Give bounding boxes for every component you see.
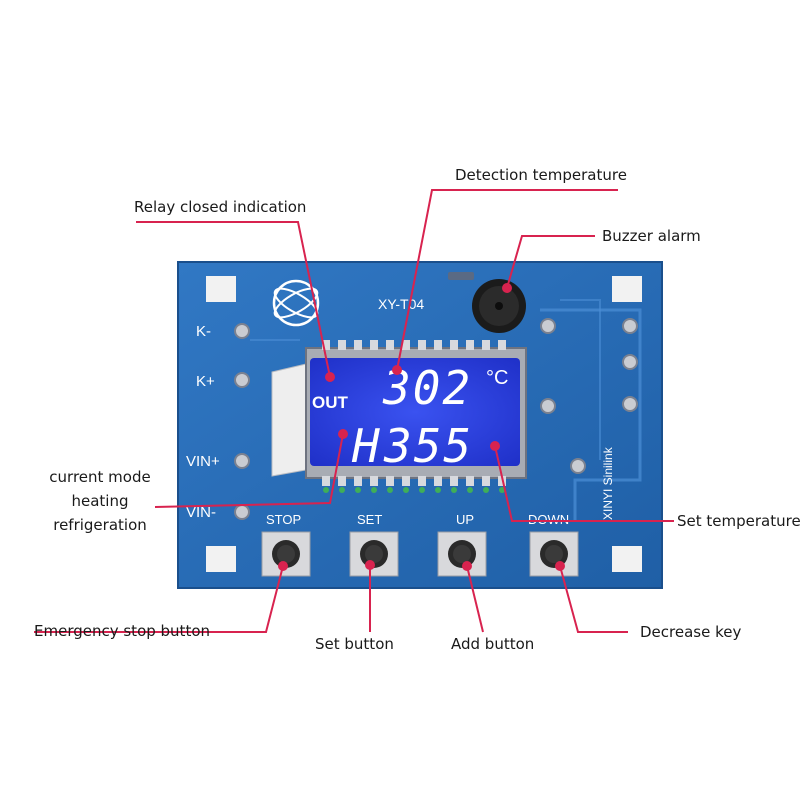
- lcd-screen: [310, 358, 520, 466]
- lcd-mode-letter: H: [351, 419, 380, 473]
- callout-add-button: Add button: [451, 635, 535, 653]
- pin-label-k-plus: K+: [196, 373, 215, 390]
- buzzer-icon: [472, 279, 526, 333]
- callout-set-temperature: Set temperature: [677, 512, 800, 530]
- leader-lines: [34, 189, 674, 633]
- callout-current-mode-line1: current mode: [49, 468, 151, 486]
- leader-detection: [396, 189, 618, 371]
- callout-buzzer-alarm: Buzzer alarm: [602, 227, 701, 245]
- callout-detection-temperature: Detection temperature: [455, 166, 627, 184]
- up-button[interactable]: UP: [437, 512, 487, 577]
- board-brand: XINYI Sinilink: [601, 446, 615, 520]
- lcd-unit: °C: [486, 367, 508, 389]
- pin-label-vin-plus: VIN+: [186, 453, 220, 470]
- callout-relay-closed-indication: Relay closed indication: [134, 198, 307, 216]
- lcd-module: OUT 302 °C H 355: [305, 340, 527, 493]
- pcb-board: [177, 261, 663, 589]
- up-button-label: UP: [456, 512, 474, 527]
- pin-label-k-minus: K-: [196, 323, 211, 340]
- leader-decrease: [559, 565, 628, 633]
- leader-add: [466, 565, 484, 633]
- leader-buzzer: [506, 235, 595, 289]
- down-button-label: DOWN: [528, 512, 569, 527]
- callout-current-mode-line2: heating: [71, 492, 129, 510]
- callout-current-mode: current mode heating refrigeration: [40, 468, 160, 540]
- callout-emergency-stop-button: Emergency stop button: [34, 622, 211, 640]
- down-button[interactable]: DOWN: [528, 512, 579, 577]
- pin-label-vin-minus: VIN-: [186, 504, 216, 521]
- board-model: XY-T04: [378, 296, 424, 312]
- callout-current-mode-line3: refrigeration: [53, 516, 147, 534]
- leader-dots: [278, 283, 565, 571]
- callout-set-button: Set button: [315, 635, 394, 653]
- set-button-label: SET: [357, 512, 382, 527]
- leader-relay: [136, 221, 331, 378]
- callout-decrease-key: Decrease key: [640, 623, 742, 641]
- lcd-set-value: 355: [383, 419, 473, 473]
- leader-mode: [154, 433, 344, 508]
- lcd-out-label: OUT: [312, 393, 349, 412]
- leader-stop: [34, 565, 284, 633]
- stop-button-label: STOP: [266, 512, 301, 527]
- leader-set-temp: [494, 445, 674, 522]
